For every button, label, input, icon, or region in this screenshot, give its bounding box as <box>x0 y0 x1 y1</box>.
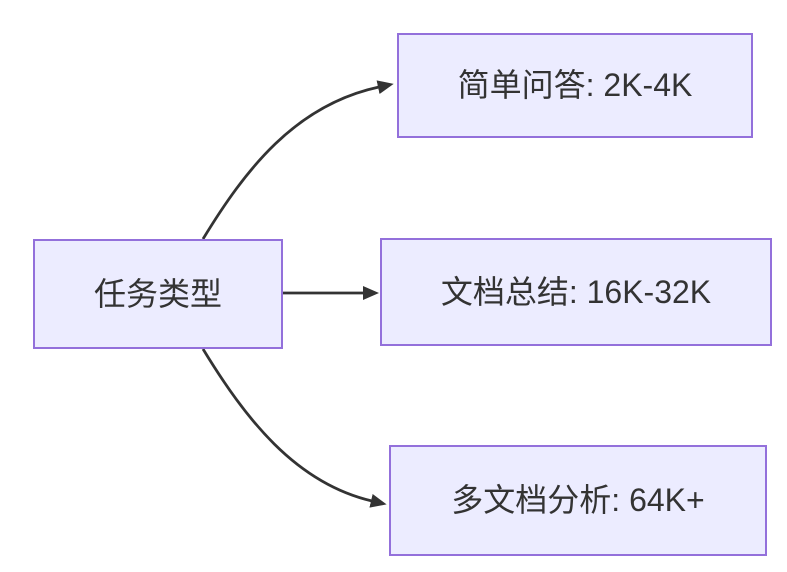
node-task-type-label: 任务类型 <box>93 275 222 312</box>
node-multi-doc-analysis-label: 多文档分析: 64K+ <box>451 482 705 519</box>
node-task-type: 任务类型 <box>33 239 283 349</box>
node-doc-summary-label: 文档总结: 16K-32K <box>440 273 712 310</box>
node-simple-qa-label: 简单问答: 2K-4K <box>457 67 693 104</box>
node-multi-doc-analysis: 多文档分析: 64K+ <box>389 445 767 556</box>
edge-root-to-branch-2 <box>201 348 387 508</box>
node-simple-qa: 简单问答: 2K-4K <box>397 33 753 138</box>
node-doc-summary: 文档总结: 16K-32K <box>380 238 772 346</box>
edge-root-to-branch-0 <box>201 80 394 240</box>
